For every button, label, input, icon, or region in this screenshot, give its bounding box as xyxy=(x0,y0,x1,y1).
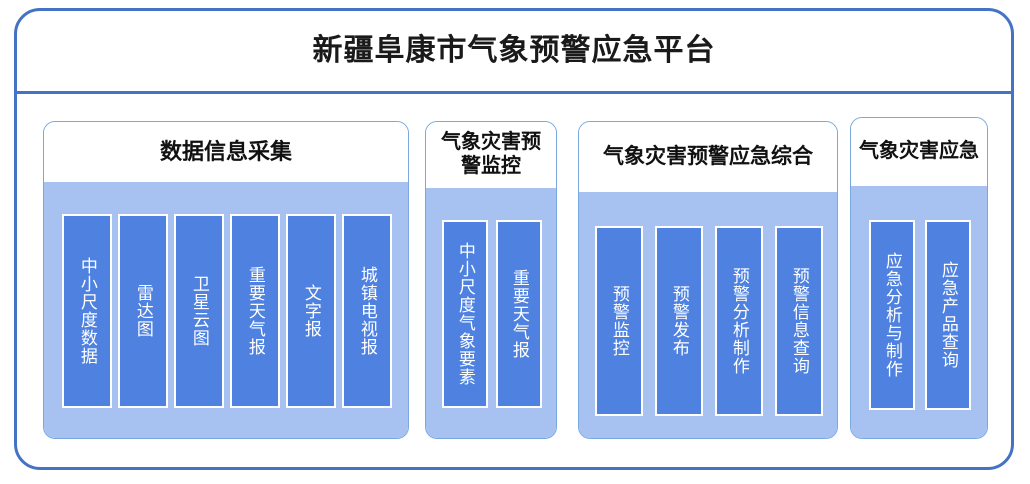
bar-item[interactable]: 预警监控 xyxy=(595,226,643,416)
group-header-data-collection: 数据信息采集 xyxy=(44,122,408,182)
bar-item[interactable]: 卫星云图 xyxy=(174,214,224,408)
bar-item[interactable]: 重要天气报 xyxy=(230,214,280,408)
title-separator xyxy=(17,91,1011,94)
bars-row-disaster-warning-monitoring: 中小尺度气象要素 重要天气报 xyxy=(438,220,546,408)
bar-item[interactable]: 预警信息查询 xyxy=(775,226,823,416)
group-box-disaster-warning-monitoring[interactable]: 气象灾害预警监控 中小尺度气象要素 重要天气报 xyxy=(425,121,557,439)
bar-item[interactable]: 城镇电视报 xyxy=(342,214,392,408)
bars-row-data-collection: 中小尺度数据 雷达图 卫星云图 重要天气报 文字报 城镇电视报 xyxy=(58,214,396,408)
bar-item[interactable]: 预警分析制作 xyxy=(715,226,763,416)
bars-row-disaster-emergency: 应急分析与制作 应急产品查询 xyxy=(865,220,975,410)
bar-item[interactable]: 应急产品查询 xyxy=(925,220,971,410)
group-box-data-collection[interactable]: 数据信息采集 中小尺度数据 雷达图 卫星云图 重要天气报 文字报 城镇电视报 xyxy=(43,121,409,439)
group-header-disaster-emergency: 气象灾害应急 xyxy=(851,118,987,186)
group-box-disaster-emergency[interactable]: 气象灾害应急 应急分析与制作 应急产品查询 xyxy=(850,117,988,439)
bar-item[interactable]: 中小尺度数据 xyxy=(62,214,112,408)
group-header-disaster-warning-monitoring: 气象灾害预警监控 xyxy=(426,122,556,188)
page-title: 新疆阜康市气象预警应急平台 xyxy=(312,34,716,67)
bars-row-warning-emergency-integrated: 预警监控 预警发布 预警分析制作 预警信息查询 xyxy=(595,226,823,416)
bar-item[interactable]: 重要天气报 xyxy=(496,220,542,408)
platform-frame: 新疆阜康市气象预警应急平台 数据信息采集 中小尺度数据 雷达图 卫星云图 重要天… xyxy=(14,8,1014,470)
group-box-warning-emergency-integrated[interactable]: 气象灾害预警应急综合 预警监控 预警发布 预警分析制作 预警信息查询 xyxy=(578,121,838,439)
bar-item[interactable]: 应急分析与制作 xyxy=(869,220,915,410)
bar-item[interactable]: 文字报 xyxy=(286,214,336,408)
bar-item[interactable]: 预警发布 xyxy=(655,226,703,416)
bar-item[interactable]: 中小尺度气象要素 xyxy=(442,220,488,408)
bar-item[interactable]: 雷达图 xyxy=(118,214,168,408)
group-header-warning-emergency-integrated: 气象灾害预警应急综合 xyxy=(579,122,837,192)
